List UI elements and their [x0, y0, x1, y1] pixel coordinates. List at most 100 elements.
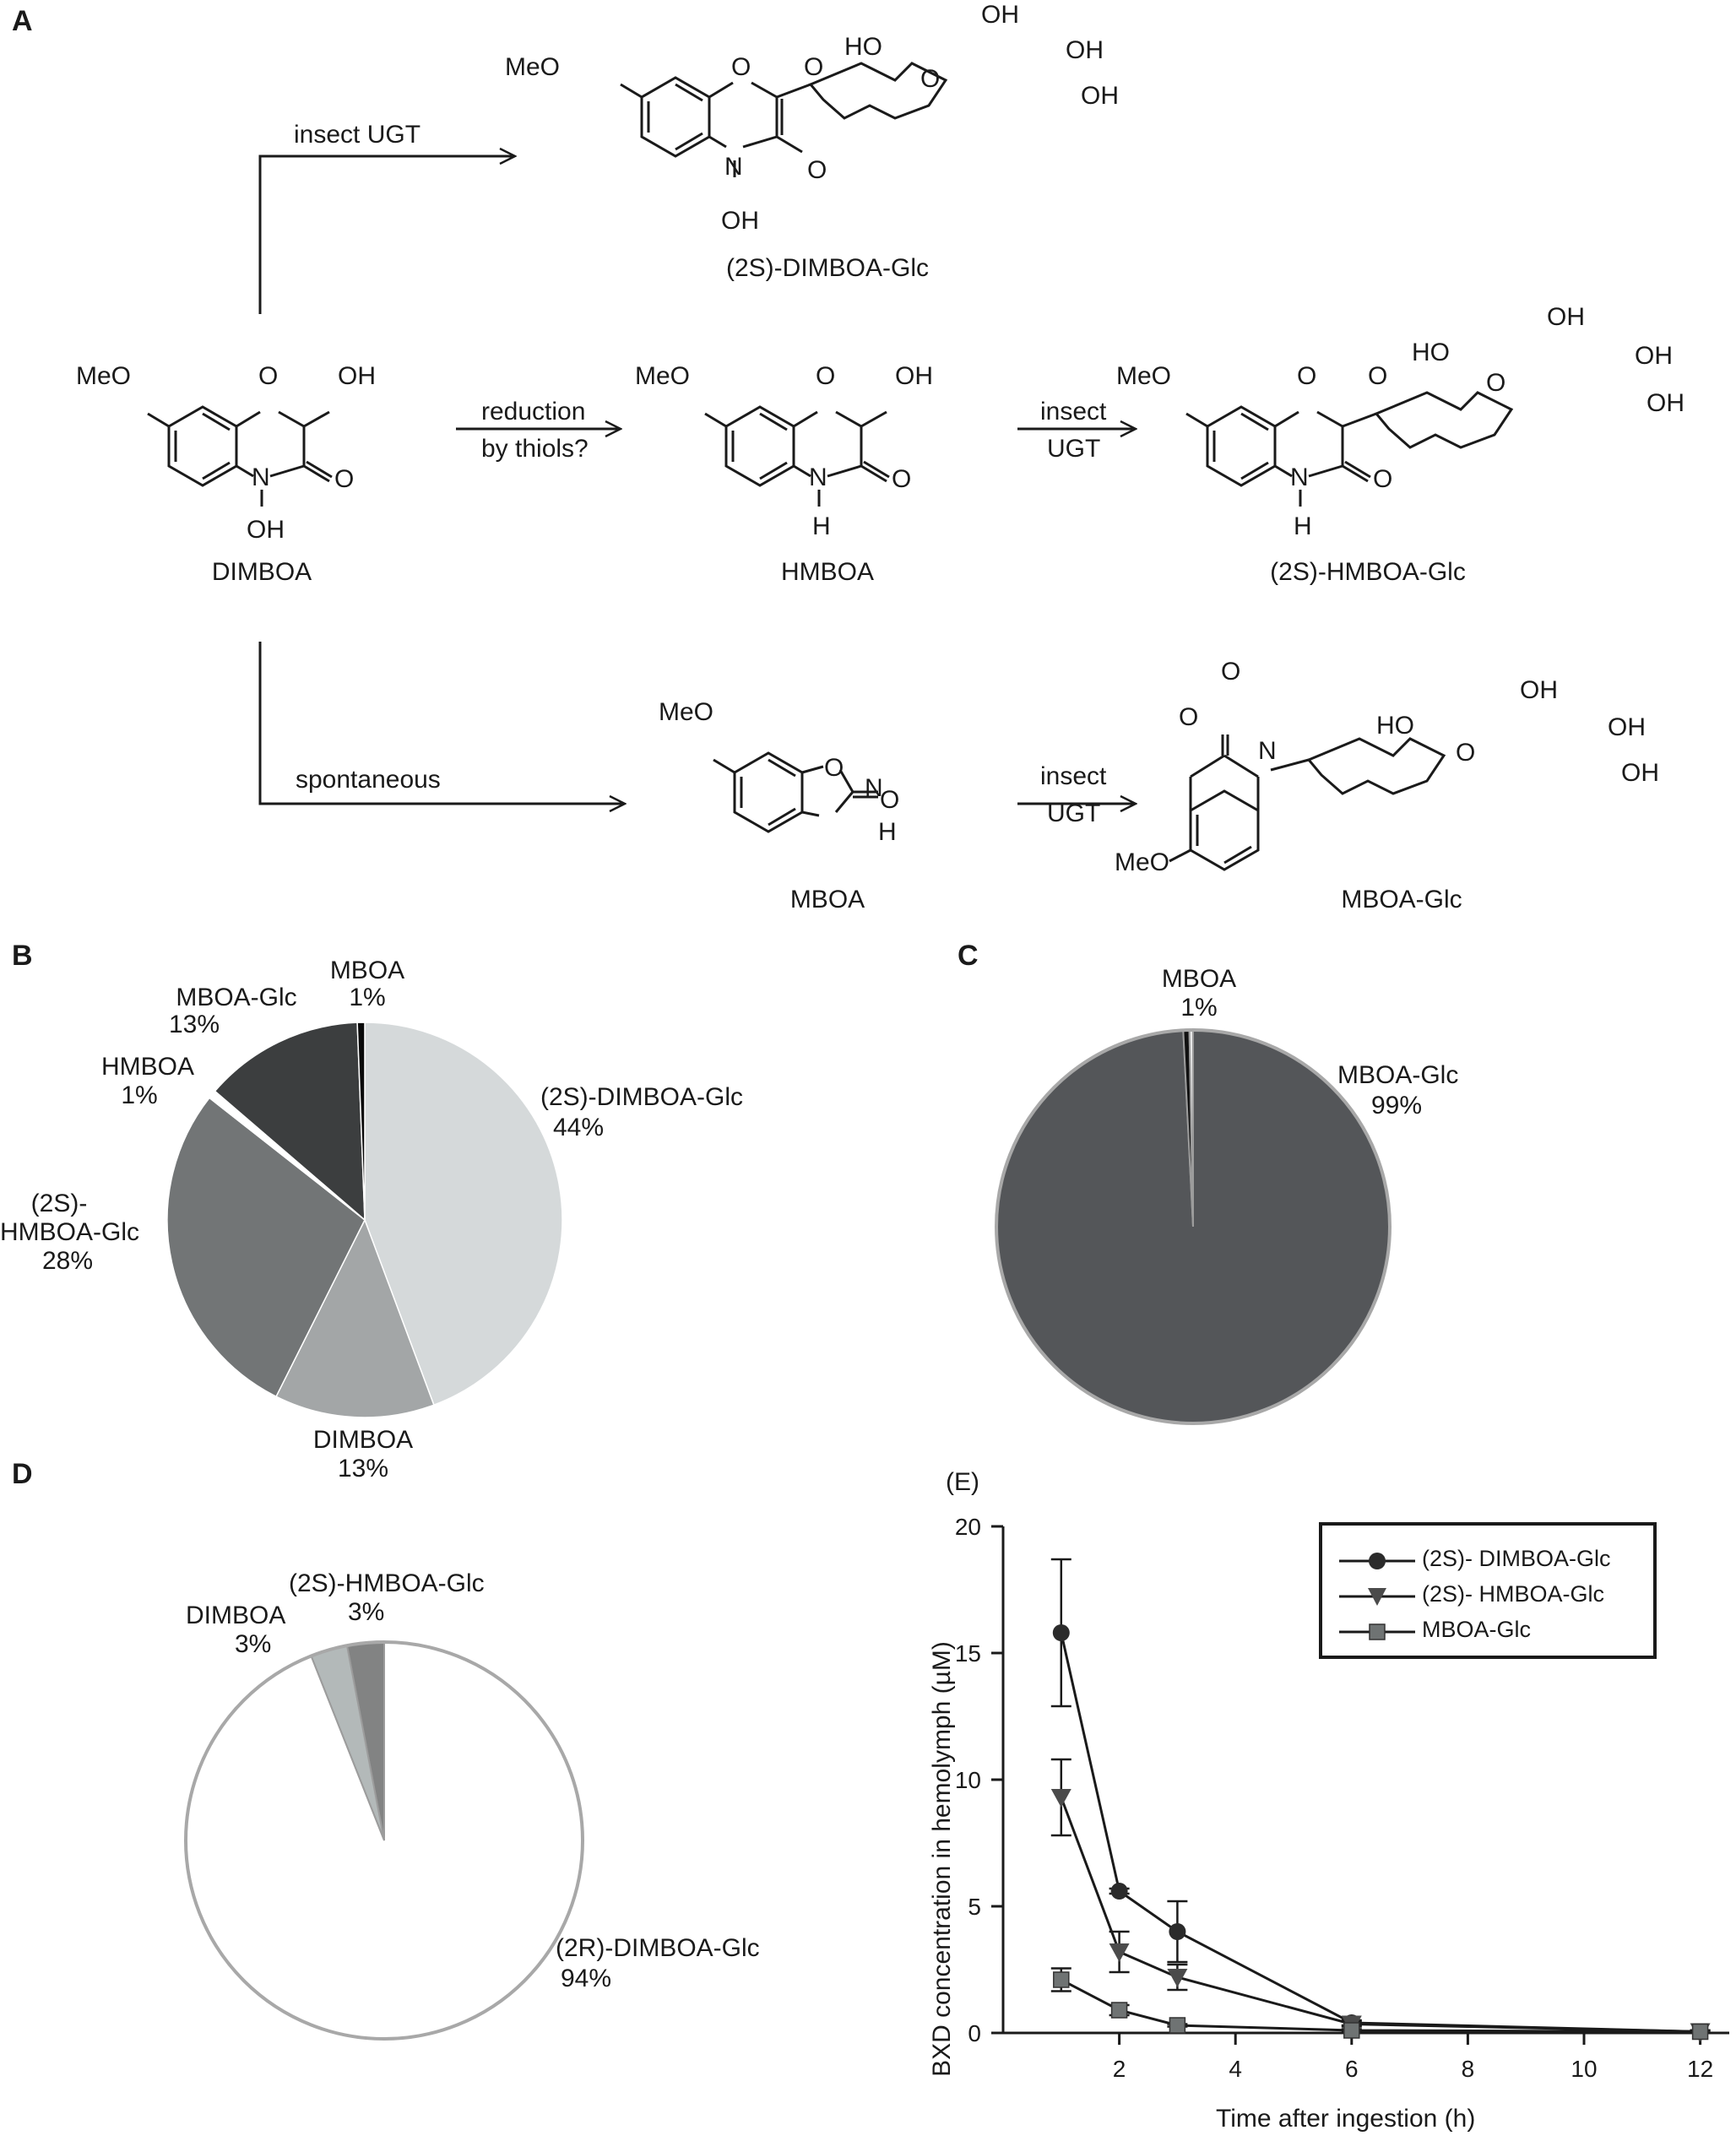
legend-marker-circle: [1339, 1553, 1415, 1569]
legend-row: (2S)- HMBOA-Glc: [1339, 1580, 1652, 1613]
data-point: [1110, 2002, 1128, 2019]
pie-b-pct-hmboa: 1%: [121, 1081, 158, 1109]
x-tick-label: 12: [1687, 2056, 1713, 2082]
atom-n: N: [809, 463, 827, 491]
x-tick-label: 4: [1229, 2056, 1242, 2082]
reaction-scheme: [147, 62, 1514, 871]
arrow-insect-ugt-top: [258, 156, 515, 314]
data-point: [1110, 1883, 1128, 1900]
atom-o: O: [824, 754, 844, 782]
structure-dimboa-glc: [620, 62, 948, 177]
compound-hmboa-glc: (2S)-HMBOA-Glc: [1270, 558, 1466, 586]
label-reduction: reduction: [481, 398, 586, 425]
pie-b-pct-hmboa-glc: 28%: [41, 1247, 94, 1275]
atom-oh: OH: [721, 207, 759, 235]
atom-o: O: [816, 362, 836, 390]
data-point: [1109, 1943, 1130, 1962]
y-tick-label: 10: [955, 1767, 981, 1793]
pie-d-pct-hmboa-glc: 3%: [348, 1598, 385, 1626]
atom-oh: OH: [338, 362, 376, 390]
chart-e-xlabel: Time after ingestion (h): [1216, 2105, 1476, 2133]
atom-oh: OH: [1635, 342, 1673, 370]
data-point: [1343, 2022, 1360, 2039]
pie-b-slice: [356, 1022, 366, 1221]
pie-b-label-dimboa: DIMBOA: [312, 1426, 414, 1454]
chart-e-ylabel: BXD concentration in hemolymph (µM): [928, 1641, 956, 2077]
structure-dimboa: [147, 405, 333, 507]
data-point: [1169, 2017, 1186, 2034]
atom-oh: OH: [895, 362, 933, 390]
atom-meo: MeO: [505, 53, 561, 81]
pie-d-outline: [184, 1640, 584, 2041]
arrow-spontaneous: [258, 642, 625, 804]
chart-e-title: (E): [946, 1468, 979, 1496]
pie-d-pct-dimboa: 3%: [235, 1630, 272, 1658]
legend-marker-triangle: [1339, 1588, 1415, 1606]
pie-b-slice: [166, 1097, 366, 1398]
compound-mboa: MBOA: [789, 886, 865, 913]
pie-b-label-hmboa: HMBOA: [100, 1053, 194, 1081]
pie-c-label-mboa: MBOA: [1161, 965, 1237, 993]
atom-o: O: [1486, 369, 1506, 397]
y-tick-label: 15: [955, 1640, 981, 1667]
atom-n: N: [252, 463, 270, 491]
legend-marker-square: [1339, 1623, 1415, 1640]
pie-c-outline: [995, 1028, 1392, 1425]
label-insect-bot: insect: [1040, 762, 1107, 790]
atom-oh: OH: [1547, 303, 1585, 331]
pie-b-label-hmboa-glc: HMBOA-Glc: [0, 1218, 139, 1246]
atom-o: O: [804, 53, 824, 81]
panel-d-letter: D: [12, 1458, 33, 1490]
atom-oh: OH: [1608, 713, 1646, 741]
panel-c-letter: C: [958, 940, 979, 972]
atom-n: N: [865, 774, 883, 802]
series-line: [1060, 1632, 1701, 2033]
atom-oh: OH: [247, 516, 285, 544]
atom-o: O: [807, 156, 827, 184]
pie-b-slice: [214, 1022, 366, 1222]
data-point: [1053, 1971, 1070, 1988]
atom-o: O: [1456, 739, 1476, 767]
atom-o: O: [1297, 362, 1317, 390]
legend-label: (2S)- DIMBOA-Glc: [1422, 1546, 1611, 1571]
compound-hmboa: HMBOA: [780, 558, 874, 586]
structure-mboa: [713, 751, 878, 833]
atom-o: O: [1368, 362, 1388, 390]
label-ugt-mid: UGT: [1047, 435, 1101, 463]
chart-e-legend: (2S)- DIMBOA-Glc (2S)- HMBOA-Glc MBOA-Gl…: [1319, 1522, 1657, 1659]
label-insect-mid: insect: [1040, 398, 1107, 425]
atom-o: O: [920, 65, 941, 93]
x-tick-label: 2: [1113, 2056, 1126, 2082]
pie-d-pct-dimboa-glc: 94%: [561, 1965, 612, 1992]
label-insect-ugt-top: insect UGT: [294, 121, 421, 149]
structure-hmboa: [704, 405, 890, 507]
compound-mboa-glc: MBOA-Glc: [1341, 886, 1462, 913]
legend-row: (2S)- DIMBOA-Glc: [1339, 1544, 1652, 1578]
data-point: [1169, 1923, 1186, 1940]
atom-o: O: [880, 786, 900, 814]
legend-label: (2S)- HMBOA-Glc: [1422, 1581, 1604, 1607]
compound-dimboa-glc: (2S)-DIMBOA-Glc: [726, 254, 929, 282]
legend-row: MBOA-Glc: [1339, 1615, 1652, 1649]
atom-ho: HO: [1376, 712, 1414, 740]
atom-h: H: [878, 818, 897, 846]
pie-d-label-hmboa-glc: (2S)-HMBOA-Glc: [289, 1569, 485, 1597]
panel-b-letter: B: [12, 940, 33, 972]
pie-d-label-dimboa: DIMBOA: [186, 1602, 286, 1629]
atom-oh: OH: [981, 1, 1019, 29]
y-tick-label: 20: [955, 1514, 981, 1540]
atom-o: O: [1373, 465, 1393, 493]
atom-o: O: [1179, 703, 1199, 731]
y-tick-label: 0: [968, 2020, 981, 2046]
atom-n: N: [724, 153, 743, 181]
compound-dimboa: DIMBOA: [211, 558, 312, 586]
legend-label: MBOA-Glc: [1422, 1617, 1532, 1642]
pie-c-label-mboa-glc: MBOA-Glc: [1337, 1061, 1459, 1089]
atom-o: O: [1221, 658, 1241, 686]
atom-ho: HO: [844, 33, 882, 61]
x-tick-label: 10: [1571, 2056, 1597, 2082]
pie-b-pct-dimboa: 13%: [337, 1455, 389, 1482]
atom-oh: OH: [1081, 82, 1119, 110]
pie-c-pct-mboa: 1%: [1180, 994, 1218, 1022]
